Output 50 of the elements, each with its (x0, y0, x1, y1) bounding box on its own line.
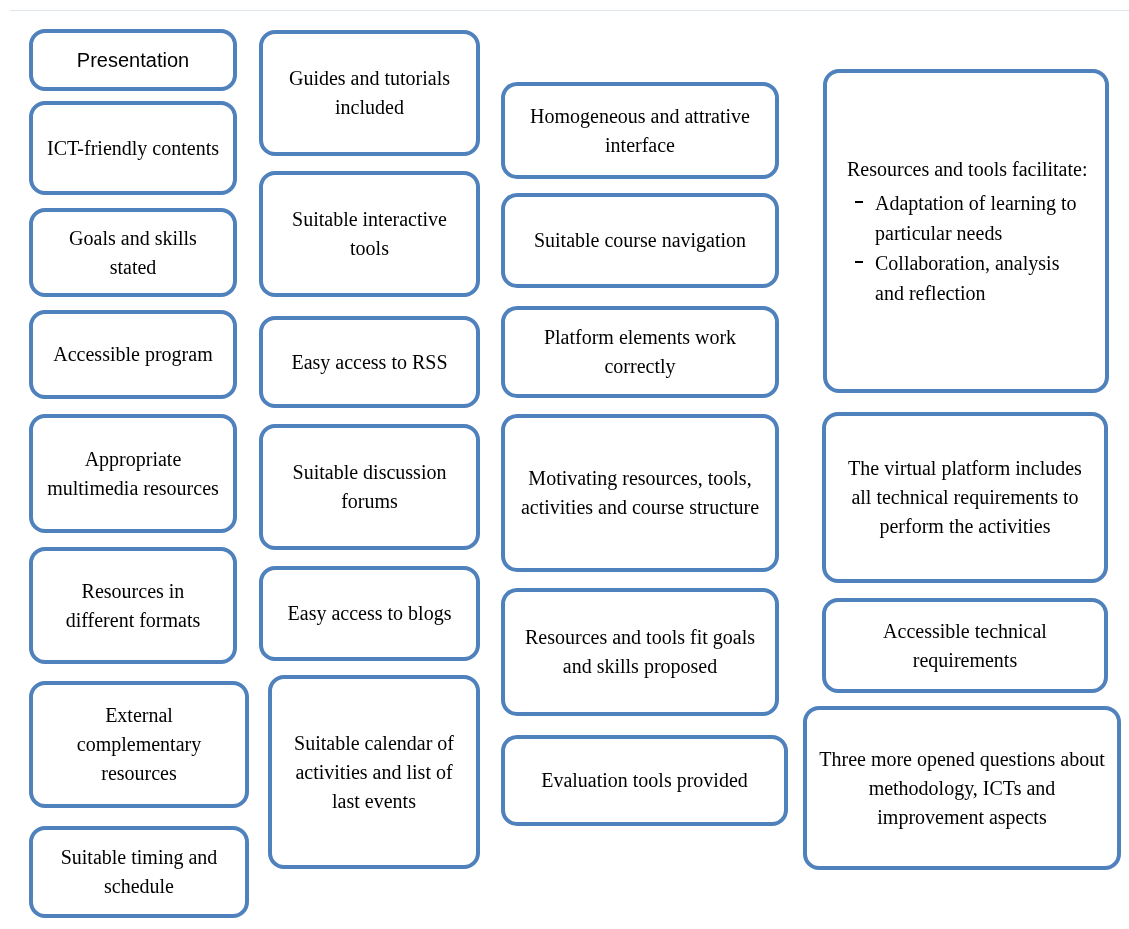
box-text: Goals and skills stated (68, 225, 198, 280)
text-box (501, 82, 779, 179)
box-text: ICT-friendly contents (47, 135, 219, 162)
text-box (29, 681, 249, 808)
text-box (29, 29, 237, 91)
text-box (822, 412, 1108, 583)
box-text: Accessible program (53, 342, 213, 368)
box-text: Easy access to blogs (287, 601, 452, 627)
text-box (501, 193, 779, 288)
box-text: Resources and tools fit goals and skills proposed (524, 625, 756, 680)
text-box (501, 588, 779, 716)
box-text: Suitable discussion forums (291, 460, 448, 514)
bullet-text: Collaboration, analysis and reflection (875, 250, 1061, 306)
text-box (29, 547, 237, 664)
text-box (259, 171, 480, 297)
box-text: Appropriate multimedia resources (46, 446, 220, 501)
box-text: Guides and tutorials included (287, 66, 452, 120)
box-text: Evaluation tools provided (541, 768, 748, 794)
text-box (803, 706, 1121, 870)
box-text: Suitable course navigation (533, 228, 747, 254)
text-box (29, 101, 237, 195)
text-box (822, 598, 1108, 693)
box-text: Three more opened questions about methodology, ICTs and improvement aspects (819, 746, 1105, 831)
box-text: The virtual platform includes all technical requirements to perform the activities (847, 456, 1083, 540)
box-text: Resources in different formats (64, 578, 202, 633)
text-box (823, 69, 1109, 393)
text-box (501, 306, 779, 398)
box-text: Suitable interactive tools (291, 207, 448, 261)
box-text: Suitable timing and schedule (59, 845, 219, 899)
box-text: Homogeneous and attrative interface (529, 103, 751, 158)
box-text: External complementary resources (75, 703, 203, 786)
box-text: Suitable calendar of activities and list of last events (293, 730, 455, 814)
box-heading: Resources and tools facilitate: (847, 156, 1088, 182)
text-box (259, 30, 480, 156)
text-box (259, 424, 480, 550)
box-text: Accessible technical requirements (882, 618, 1048, 674)
text-box (501, 735, 788, 826)
text-box (29, 414, 237, 533)
text-box (268, 675, 480, 869)
box-text: Motivating resources, tools, activities and course structure (519, 466, 761, 520)
text-box (501, 414, 779, 572)
box-text: Presentation (76, 47, 190, 73)
bullet-text: Adaptation of learning to particular needs (875, 190, 1078, 247)
text-box (29, 310, 237, 399)
text-box (259, 566, 480, 661)
text-box (29, 826, 249, 918)
text-box (259, 316, 480, 408)
box-text: Platform elements work correctly (542, 325, 738, 380)
text-box (29, 208, 237, 297)
box-text: Easy access to RSS (291, 349, 448, 376)
